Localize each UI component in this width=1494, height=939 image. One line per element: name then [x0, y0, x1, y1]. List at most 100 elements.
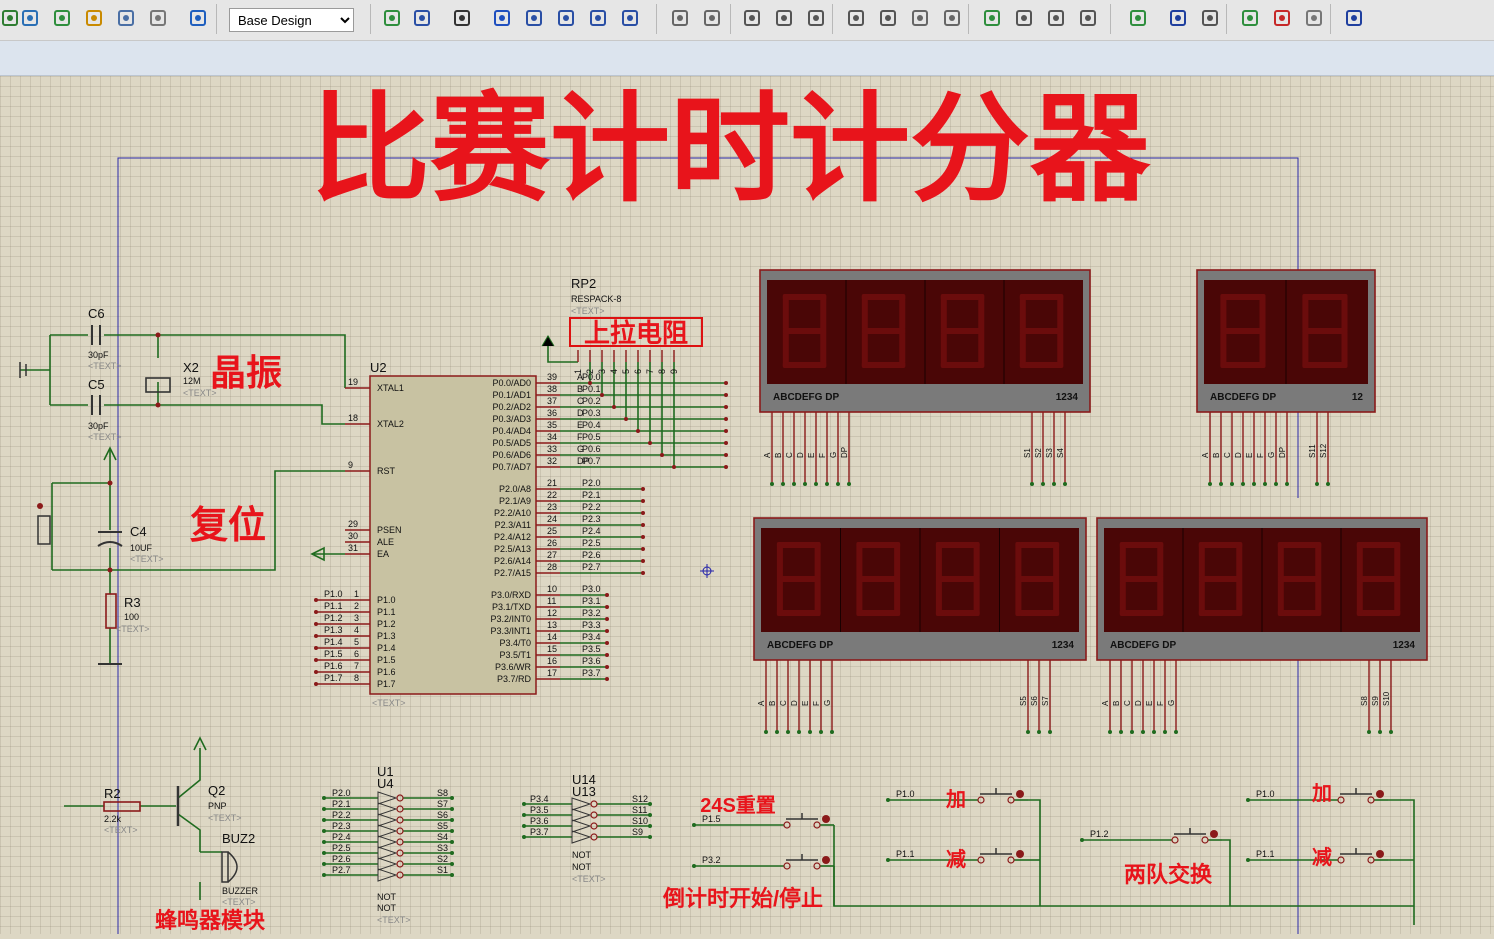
doc-icon[interactable] [146, 6, 170, 30]
junction-dot [1274, 482, 1278, 486]
grid-icon[interactable] [410, 6, 434, 30]
sw-add-b-contact [1367, 796, 1375, 804]
u2-net-label: P2.2 [582, 502, 601, 512]
display-segment [1302, 294, 1309, 331]
paste-icon[interactable] [804, 6, 828, 30]
dollar-icon[interactable] [82, 6, 106, 30]
design-select[interactable]: Base Design [229, 8, 354, 32]
u2-pin-name: P2.0/A8 [499, 484, 531, 494]
junction-dot [1130, 730, 1134, 734]
zoom-out-icon[interactable] [554, 6, 578, 30]
remove-sheet-icon[interactable] [1270, 6, 1294, 30]
zoom-area-icon[interactable] [618, 6, 642, 30]
not-bubble [396, 860, 404, 868]
u1-input-label: P2.2 [332, 810, 351, 820]
display-segment [1053, 579, 1060, 616]
value-icon[interactable] [114, 6, 138, 30]
display-segment [1198, 542, 1205, 579]
junction-dot [819, 730, 823, 734]
block-move-icon[interactable] [876, 6, 900, 30]
display-pin-label: D [790, 700, 799, 706]
undo-arrow-icon[interactable] [0, 6, 22, 30]
u2-pin-name: P3.0/RXD [491, 590, 532, 600]
zoom-in-icon[interactable] [522, 6, 546, 30]
display-segment [782, 294, 789, 331]
pan-icon[interactable] [490, 6, 514, 30]
u2-pin-name: P3.4/T0 [499, 638, 531, 648]
wire [1388, 799, 1415, 906]
wire [104, 334, 346, 388]
rp2-pin-num: 9 [669, 369, 679, 374]
block-rotate-icon[interactable] [908, 6, 932, 30]
display-pin-label: G [1167, 700, 1176, 706]
packaging-icon[interactable] [1044, 6, 1068, 30]
display-segment [1277, 576, 1322, 582]
pick-icon[interactable] [980, 6, 1004, 30]
junction-dot [724, 441, 728, 445]
display-pin-label: DP [840, 447, 849, 458]
u2-net-label: P1.2 [324, 613, 343, 623]
u2-net-label: P2.4 [582, 526, 601, 536]
display-segment [1277, 542, 1322, 548]
sw-countdown-knob [822, 856, 830, 864]
block-delete-icon[interactable] [940, 6, 964, 30]
display-segment [1302, 328, 1348, 334]
toolbar-separator [832, 4, 833, 34]
exit-sheet-icon[interactable] [1302, 6, 1326, 30]
display-segment [1356, 542, 1401, 548]
u2-pin-num: 3 [354, 613, 359, 623]
origin-icon[interactable] [450, 6, 474, 30]
zoom-icon[interactable] [18, 6, 42, 30]
not-bubble [590, 822, 598, 830]
junction-dot [605, 629, 609, 633]
u2-pin-num: 25 [547, 526, 557, 536]
schematic-drawing: 比赛计时计分器U2<TEXT>19XTAL118XTAL29RST29PSEN3… [19, 84, 1428, 934]
redo-icon[interactable] [700, 6, 724, 30]
display-seg-label: ABCDEFG DP [773, 392, 839, 403]
display-segment [940, 331, 947, 368]
zoom-all-icon[interactable] [586, 6, 610, 30]
u2-seg-label: E [577, 420, 583, 430]
u14-output-label: S9 [632, 827, 643, 837]
property-icon[interactable] [1198, 6, 1222, 30]
junction-dot [624, 417, 628, 421]
junction-dot [775, 730, 779, 734]
junction-dot [450, 807, 454, 811]
cut-icon[interactable] [740, 6, 764, 30]
junction-dot [1052, 482, 1056, 486]
x2-value: 12M [183, 376, 201, 386]
pullup-box [569, 317, 703, 347]
make-device-icon[interactable] [1012, 6, 1036, 30]
junction-dot [322, 818, 326, 822]
junction-dot [786, 730, 790, 734]
new-sheet-icon[interactable] [1238, 6, 1262, 30]
undo-icon[interactable] [668, 6, 692, 30]
search-icon[interactable] [1166, 6, 1190, 30]
u14-sub: U13 [572, 784, 596, 799]
junction-dot [808, 730, 812, 734]
copy-icon[interactable] [772, 6, 796, 30]
wire-autoroute-icon[interactable] [1126, 6, 1150, 30]
display-pin-label: D [1234, 452, 1243, 458]
power-arrow [193, 736, 207, 751]
junction-dot [1326, 482, 1330, 486]
block-copy-icon[interactable] [844, 6, 868, 30]
netlist-icon[interactable] [1342, 6, 1366, 30]
page-title: 比赛计时计分器 [310, 84, 1151, 216]
junction-dot [830, 730, 834, 734]
component-icon[interactable] [50, 6, 74, 30]
u2-pin-num: 14 [547, 632, 557, 642]
not-gate [571, 830, 592, 844]
reset-button [37, 515, 51, 545]
u2-net-label: P3.6 [582, 656, 601, 666]
decompose-icon[interactable] [1076, 6, 1100, 30]
junction-dot [322, 829, 326, 833]
toolbar-separator [730, 4, 731, 34]
display-segment [1259, 294, 1266, 331]
junction-dot [1230, 482, 1234, 486]
refresh-icon[interactable] [380, 6, 404, 30]
display-segment [1220, 294, 1227, 331]
help-icon[interactable] [186, 6, 210, 30]
q2-text: <TEXT> [208, 813, 242, 823]
